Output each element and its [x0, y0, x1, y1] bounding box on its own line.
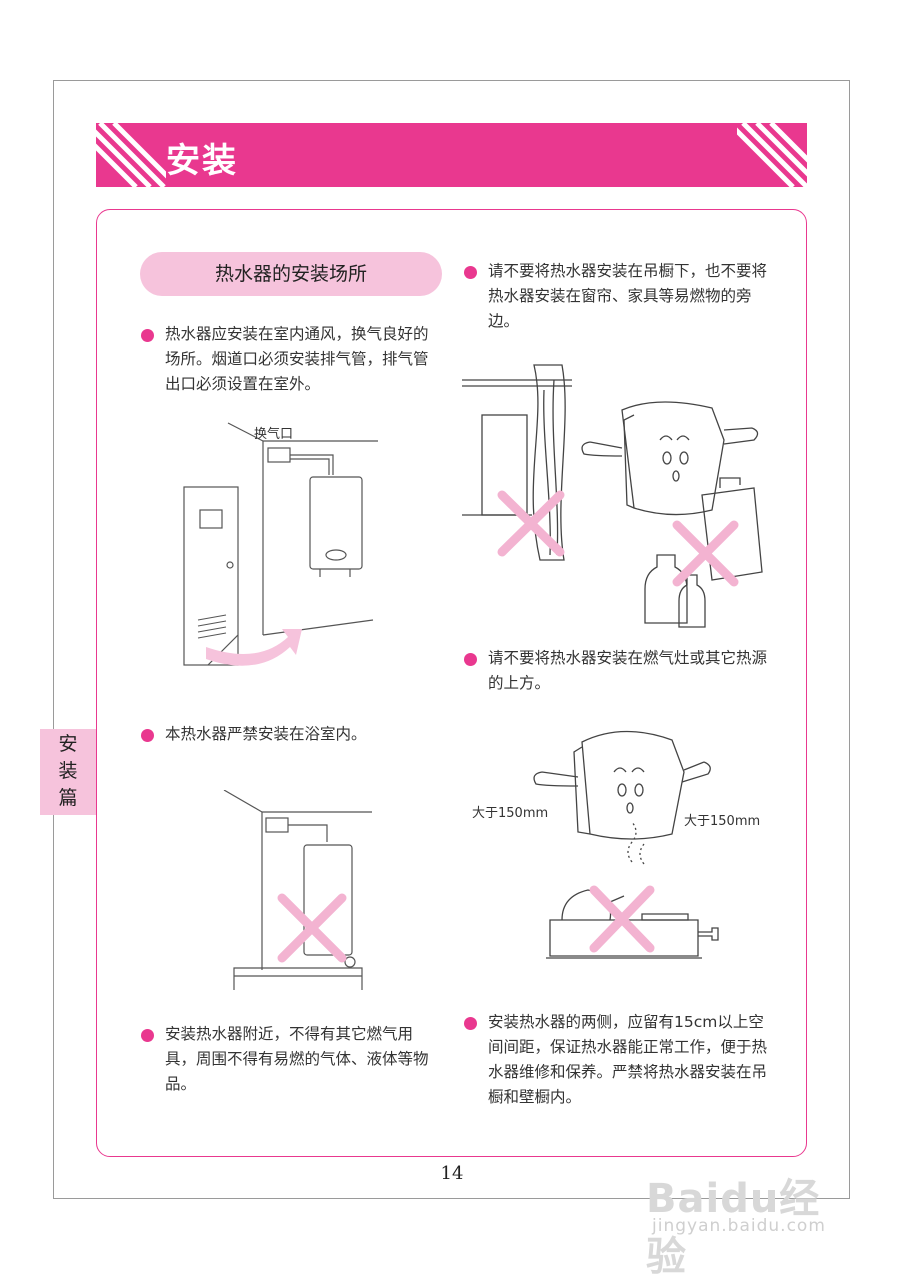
- side-tab-char: 篇: [58, 787, 78, 809]
- bullet-no-cabinet: 请不要将热水器安装在吊橱下，也不要将热水器安装在窗帘、家具等易燃物的旁边。: [464, 259, 770, 334]
- bullet-text: 安装热水器的两侧，应留有15cm以上空间间距，保证热水器能正常工作，便于热水器维…: [488, 1013, 768, 1106]
- bullet-dot-icon: [141, 329, 154, 342]
- bullet-text: 请不要将热水器安装在燃气灶或其它热源的上方。: [488, 649, 768, 692]
- bullet-dot-icon: [464, 266, 477, 279]
- stripes-left-decoration: [96, 123, 166, 187]
- right-distance-label: 大于150mm: [684, 814, 761, 829]
- side-tab-char: 安: [58, 733, 78, 755]
- page-number: 14: [440, 1163, 464, 1184]
- ventilated-room-illustration: [183, 422, 378, 666]
- side-tab-installation: 安 装 篇: [40, 729, 96, 815]
- header-banner: 安装: [96, 123, 807, 187]
- vent-label: 换气口: [254, 427, 294, 442]
- curtain-flammables-illustration: [462, 364, 763, 628]
- bullet-dot-icon: [141, 729, 154, 742]
- bullet-dot-icon: [464, 653, 477, 666]
- stripes-right-decoration: [737, 123, 807, 187]
- content-box: [96, 209, 807, 1157]
- bullet-ventilation: 热水器应安装在室内通风，换气良好的场所。烟道口必须安装排气管，排气管出口必须设置…: [141, 322, 443, 397]
- left-distance-label: 大于150mm: [472, 806, 549, 821]
- bullet-text: 安装热水器附近，不得有其它燃气用具，周围不得有易燃的气体、液体等物品。: [165, 1025, 429, 1093]
- stove-heat-source-illustration: [533, 730, 719, 959]
- bullet-text: 请不要将热水器安装在吊橱下，也不要将热水器安装在窗帘、家具等易燃物的旁边。: [488, 262, 768, 330]
- watermark-url: jingyan.baidu.com: [652, 1216, 826, 1236]
- bullet-no-bathroom: 本热水器严禁安装在浴室内。: [141, 722, 443, 747]
- side-tab-char: 装: [58, 760, 78, 782]
- bullet-no-heat-source: 请不要将热水器安装在燃气灶或其它热源的上方。: [464, 646, 770, 696]
- baidu-watermark: Baidu经验 jingyan.baidu.com: [646, 1152, 856, 1280]
- page-title: 安装: [166, 141, 238, 181]
- bullet-no-flammables: 安装热水器附近，不得有其它燃气用具，周围不得有易燃的气体、液体等物品。: [141, 1022, 443, 1097]
- section-heading: 热水器的安装场所: [140, 252, 442, 296]
- page-frame: [53, 80, 850, 1199]
- bullet-text: 本热水器严禁安装在浴室内。: [165, 725, 367, 743]
- bathroom-forbidden-illustration: [223, 790, 372, 990]
- watermark-brand: Baidu经验: [646, 1176, 821, 1280]
- bullet-dot-icon: [464, 1017, 477, 1030]
- bullet-side-clearance: 安装热水器的两侧，应留有15cm以上空间间距，保证热水器能正常工作，便于热水器维…: [464, 1010, 770, 1110]
- bullet-dot-icon: [141, 1029, 154, 1042]
- bullet-text: 热水器应安装在室内通风，换气良好的场所。烟道口必须安装排气管，排气管出口必须设置…: [165, 325, 429, 393]
